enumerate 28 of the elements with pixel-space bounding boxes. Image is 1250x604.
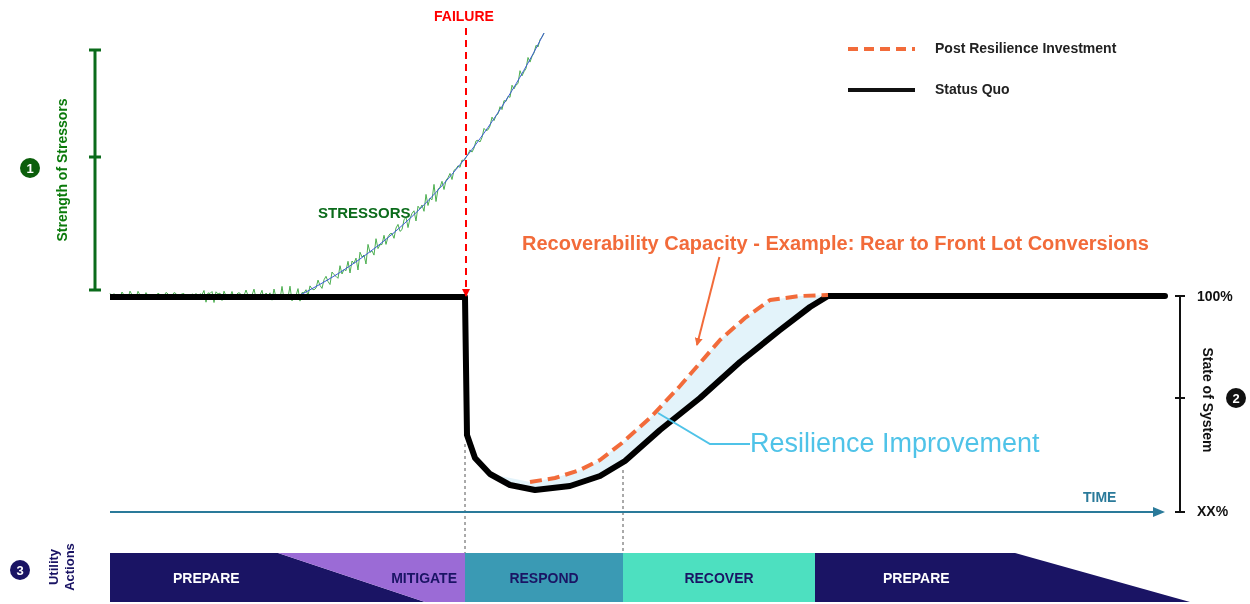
axis-label: 100% — [1197, 288, 1233, 305]
number-badge: 2 — [1226, 388, 1246, 408]
number-badge: 1 — [20, 158, 40, 178]
legend-text: Status Quo — [935, 81, 1010, 97]
arrow — [694, 256, 721, 346]
annotation-text: Recoverability Capacity - Example: Rear to Front Lot Conversions — [522, 231, 1149, 255]
phase-band — [623, 553, 815, 602]
phase-band — [815, 553, 1190, 602]
axis-label: Utility Actions — [46, 542, 78, 593]
phase-label: RECOVER — [684, 569, 754, 586]
axis-label: State of System — [1199, 347, 1217, 453]
phase-label: PREPARE — [882, 569, 951, 586]
phase-label: MITIGATE — [390, 569, 458, 586]
legend-text: Post Resilience Investment — [935, 40, 1117, 56]
phase-band — [278, 553, 465, 602]
axis-label: Strength of Stressors — [53, 98, 71, 242]
arrow — [462, 27, 470, 297]
axis-label: STRESSORS — [318, 204, 411, 222]
number-badge: 3 — [10, 560, 30, 580]
axis-label: XX% — [1197, 503, 1229, 520]
annotation-text: Resilience Improvement — [750, 427, 1040, 460]
failure-label: FAILURE — [434, 8, 494, 25]
phase-band — [465, 553, 623, 602]
axis-label: TIME — [1083, 489, 1117, 506]
phase-label: PREPARE — [172, 569, 241, 586]
status-quo-curve — [110, 294, 470, 436]
phase-label: RESPOND — [509, 569, 579, 586]
leader-line — [657, 412, 751, 445]
